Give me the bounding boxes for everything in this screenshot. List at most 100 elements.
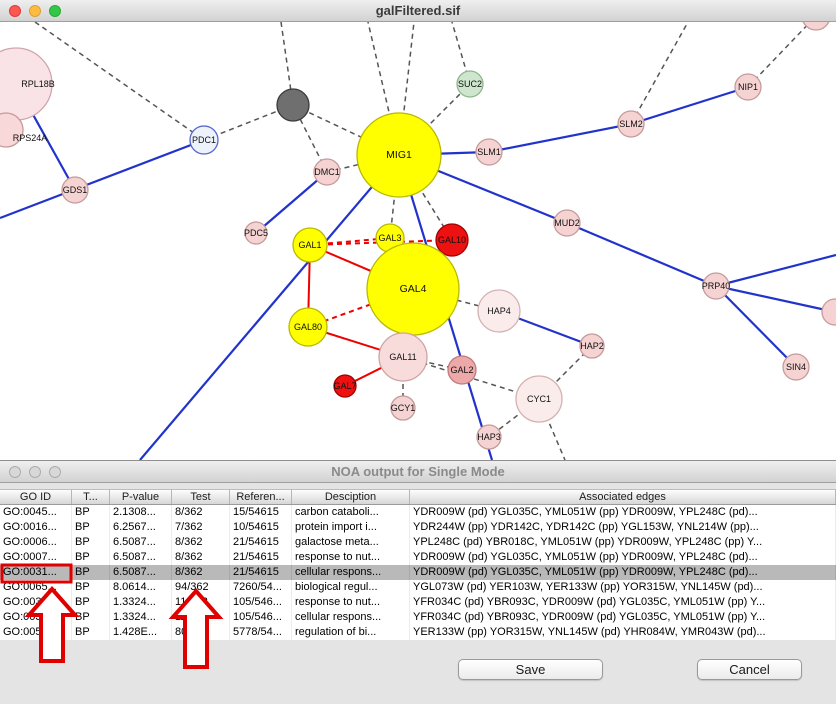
column-header-desciption[interactable]: Desciption <box>292 490 410 504</box>
save-button[interactable]: Save <box>458 659 603 680</box>
graph-node-label: GAL1 <box>298 240 321 250</box>
minimize-button[interactable] <box>29 465 41 478</box>
graph-node-label: GAL4 <box>400 283 427 295</box>
cell: GO:0065... <box>0 580 72 595</box>
graph-node-pdc5[interactable] <box>244 221 268 245</box>
cell: GO:0016... <box>0 520 72 535</box>
cancel-button[interactable]: Cancel <box>697 659 802 680</box>
graph-node-slm2[interactable] <box>617 110 645 138</box>
cell: 7260/54... <box>230 580 292 595</box>
cell: GO:0007... <box>0 550 72 565</box>
graph-node-right1[interactable] <box>821 298 836 326</box>
column-header-t[interactable]: T... <box>72 490 110 504</box>
graph-node-label: GAL11 <box>389 352 416 362</box>
graph-edge <box>715 253 836 288</box>
noa-window-title: NOA output for Single Mode <box>331 464 505 479</box>
graph-node-label: GCY1 <box>391 403 416 413</box>
graph-node-cyc1[interactable] <box>515 375 563 423</box>
graph-node-hap4[interactable] <box>477 289 521 333</box>
column-header-test[interactable]: Test <box>172 490 230 504</box>
graph-node-rps24a[interactable] <box>0 112 24 148</box>
graph-node-topright[interactable] <box>802 22 830 31</box>
cell: YGL073W (pd) YER103W, YER133W (pp) YOR31… <box>410 580 836 595</box>
graph-edge <box>715 284 836 314</box>
cell: biological regul... <box>292 580 410 595</box>
zoom-button[interactable] <box>49 465 61 478</box>
graph-node-label: SLM1 <box>477 147 501 157</box>
window-controls <box>9 465 61 478</box>
graph-node-gray1[interactable] <box>276 88 310 122</box>
graph-edge <box>398 154 453 241</box>
cell: YER133W (pp) YOR315W, YNL145W (pd) YHR08… <box>410 625 836 640</box>
graph-node-slm1[interactable] <box>475 138 503 166</box>
graph-edge <box>747 22 812 88</box>
cell: 8/362 <box>172 550 230 565</box>
cell: GO:0050... <box>0 625 72 640</box>
graph-node-gal80[interactable] <box>288 307 328 347</box>
cell: 105/546... <box>230 595 292 610</box>
column-header-referen[interactable]: Referen... <box>230 490 292 504</box>
column-header-go-id[interactable]: GO ID <box>0 490 72 504</box>
graph-node-gds1[interactable] <box>61 176 89 204</box>
column-header-p-value[interactable]: P-value <box>110 490 172 504</box>
network-window-title: galFiltered.sif <box>375 3 461 18</box>
button-bar: Save Cancel <box>0 639 836 704</box>
graph-node-prp40[interactable] <box>702 272 730 300</box>
noa-window-titlebar[interactable]: NOA output for Single Mode <box>0 461 836 483</box>
cell: galactose meta... <box>292 535 410 550</box>
network-window-titlebar[interactable]: galFiltered.sif <box>0 0 836 22</box>
graph-node-gal10[interactable] <box>435 223 469 257</box>
cell: GO:0006... <box>0 535 72 550</box>
graph-node-gal7[interactable] <box>333 374 357 398</box>
graph-node-pdc1[interactable] <box>189 125 219 155</box>
graph-node-gcy1[interactable] <box>390 395 416 421</box>
graph-edge <box>0 138 205 220</box>
column-header-associated-edges[interactable]: Associated edges <box>410 490 836 504</box>
graph-node-gal2[interactable] <box>447 355 477 385</box>
close-button[interactable] <box>9 4 21 17</box>
cell: BP <box>72 595 110 610</box>
graph-node-label: GAL80 <box>294 322 322 332</box>
cell: 1.428E... <box>110 625 172 640</box>
graph-node-gal1[interactable] <box>292 227 328 263</box>
graph-node-label: PDC1 <box>192 135 216 145</box>
graph-node-dmc1[interactable] <box>313 158 341 186</box>
graph-node-mud2[interactable] <box>553 209 581 237</box>
graph-node-hap2[interactable] <box>579 333 605 359</box>
graph-node-nip1[interactable] <box>734 73 762 101</box>
close-button[interactable] <box>9 465 21 478</box>
graph-edge <box>715 285 797 368</box>
graph-node-label: SLM2 <box>619 119 643 129</box>
cell: 8.0614... <box>110 580 172 595</box>
cell: 6.5087... <box>110 535 172 550</box>
cell: regulation of bi... <box>292 625 410 640</box>
graph-edge <box>630 22 689 125</box>
graph-node-hap3[interactable] <box>476 424 502 450</box>
cell: YDR244W (pp) YDR142C, YDR142C (pp) YGL15… <box>410 520 836 535</box>
graph-node-gal11[interactable] <box>378 332 428 382</box>
graph-node-sin4[interactable] <box>782 353 810 381</box>
zoom-button[interactable] <box>49 4 61 17</box>
cell: BP <box>72 625 110 640</box>
cell: cellular respons... <box>292 610 410 625</box>
graph-edge <box>34 22 205 141</box>
graph-node-suc2[interactable] <box>456 70 484 98</box>
minimize-button[interactable] <box>29 4 41 17</box>
graph-edge <box>398 83 471 156</box>
cell: 7/362 <box>172 520 230 535</box>
cell: YDR009W (pd) YGL035C, YML051W (pp) YDR00… <box>410 565 836 580</box>
graph-node-mig1[interactable] <box>356 112 442 198</box>
cell: GO:0031... <box>0 610 72 625</box>
